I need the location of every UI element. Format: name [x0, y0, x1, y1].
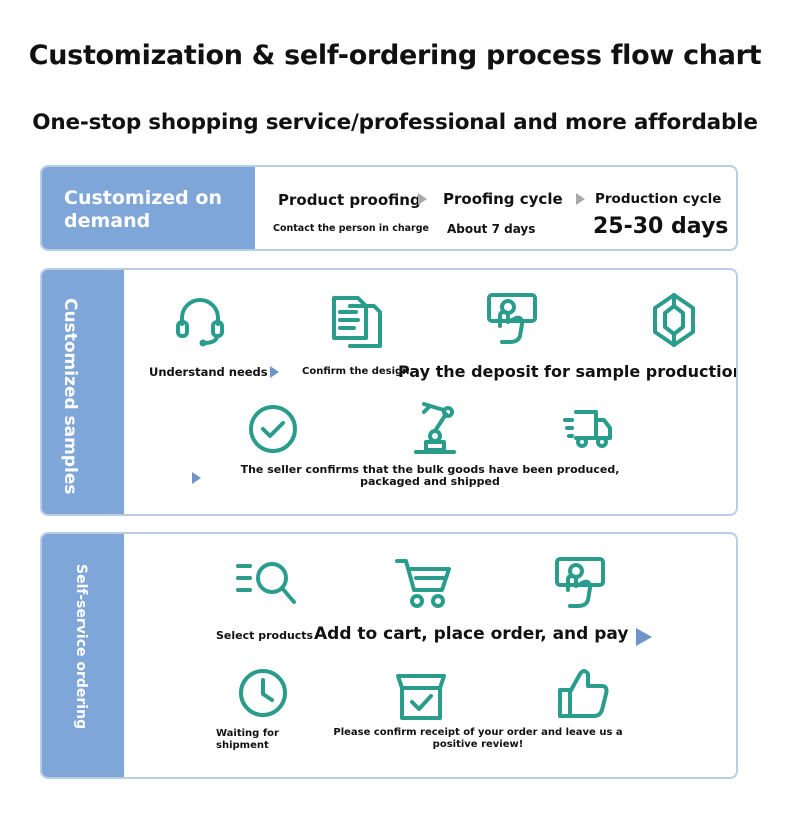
step-title-production-cycle: Production cycle	[595, 191, 722, 207]
on-demand-label: Customized on demand	[64, 187, 222, 232]
step-label-confirm-design: Confirm the design	[302, 366, 410, 377]
robot-arm-icon	[410, 400, 462, 460]
samples-sidebar: Customized samples	[42, 270, 124, 514]
on-demand-sidebar: Customized on demand	[42, 167, 255, 249]
step-label-add-to-cart: Add to cart, place order, and pay	[314, 624, 629, 644]
step-label-confirm-receipt: Please confirm receipt of your order and…	[333, 727, 623, 750]
shopping-cart-icon	[394, 556, 454, 614]
step-title-proofing-cycle: Proofing cycle	[443, 190, 563, 208]
headset-icon	[172, 292, 228, 352]
check-circle-icon	[246, 402, 300, 460]
package-check-icon	[394, 668, 448, 726]
gem-icon	[650, 292, 698, 352]
page-subtitle: One-stop shopping service/professional a…	[32, 110, 758, 135]
step-detail-production-days: 25-30 days	[593, 214, 729, 239]
arrow-right-icon	[192, 472, 201, 484]
step-title-product-proofing: Product proofing	[278, 191, 421, 209]
delivery-truck-icon	[562, 404, 614, 456]
arrow-right-icon	[270, 366, 279, 378]
payment-hand-icon	[486, 292, 538, 350]
step-label-waiting-shipment: Waiting for shipment	[216, 728, 279, 751]
arrow-right-icon	[636, 628, 652, 646]
on-demand-panel: Customized on demand Product proofing Co…	[40, 165, 738, 251]
step-label-bulk-shipped: The seller confirms that the bulk goods …	[240, 463, 620, 488]
step-label-pay-deposit: Pay the deposit for sample production	[398, 362, 738, 381]
self-service-panel: Self-service ordering Select products Ad…	[40, 532, 738, 779]
search-list-icon	[234, 558, 298, 612]
samples-label: Customized samples	[60, 298, 80, 495]
document-icon	[330, 294, 382, 352]
step-detail-seven-days: About 7 days	[447, 222, 536, 236]
step-label-select-products: Select products	[216, 629, 314, 642]
clock-icon	[236, 666, 290, 724]
arrow-right-icon	[576, 193, 585, 205]
self-service-label: Self-service ordering	[73, 564, 89, 730]
arrow-right-icon	[418, 193, 427, 205]
page-title: Customization & self-ordering process fl…	[28, 40, 762, 71]
samples-panel: Customized samples	[40, 268, 738, 516]
step-detail-contact: Contact the person in charge	[273, 223, 429, 234]
thumbs-up-icon	[556, 666, 612, 724]
step-label-understand-needs: Understand needs	[149, 365, 268, 379]
payment-hand-icon	[554, 556, 606, 614]
self-service-sidebar: Self-service ordering	[42, 534, 124, 777]
